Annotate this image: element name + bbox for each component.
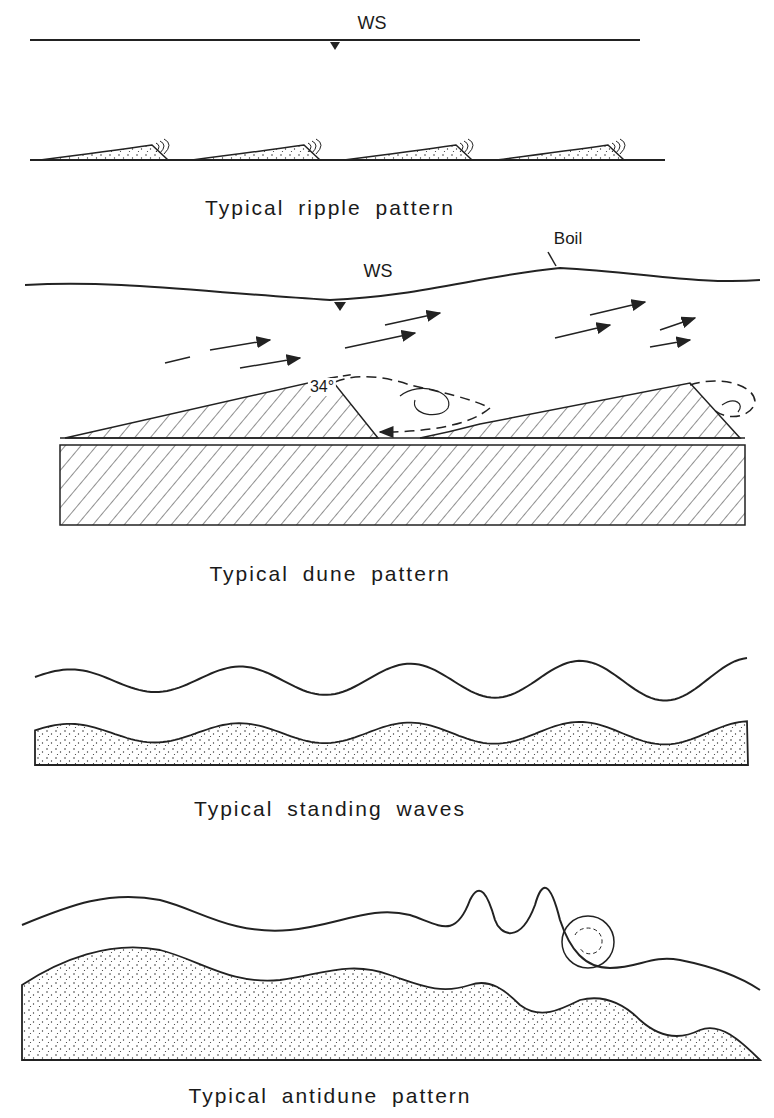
sand-bed — [35, 721, 748, 765]
ws-triangle — [334, 302, 346, 311]
ripples — [40, 139, 625, 160]
eddy-mark — [316, 139, 321, 154]
water-surface — [35, 658, 747, 700]
panel-caption: Typical ripple pattern — [205, 196, 455, 219]
eddy-mark — [612, 143, 615, 152]
strata — [60, 445, 745, 525]
ripple — [192, 145, 320, 160]
base-line — [35, 764, 748, 766]
panel-caption: Typical standing waves — [194, 797, 466, 820]
eddy-mark — [620, 139, 625, 154]
annotation: WS — [358, 14, 387, 34]
eddy-mark — [312, 141, 316, 153]
water-surface — [25, 268, 760, 300]
dune — [65, 378, 378, 438]
leader-line — [548, 252, 556, 266]
panel-caption: Typical antidune pattern — [189, 1084, 472, 1107]
strata-line — [60, 437, 745, 439]
breaking-wave — [562, 916, 614, 968]
eddy-mark — [464, 141, 468, 153]
eddy-mark — [460, 143, 463, 152]
eddy-swirl — [400, 388, 449, 414]
sand-bed — [22, 947, 760, 1060]
ripple — [40, 145, 168, 160]
water-surface — [30, 39, 640, 41]
separation-eddy — [690, 381, 755, 417]
eddy-mark — [156, 143, 159, 152]
panel-caption: Typical dune pattern — [209, 562, 450, 585]
ripple — [344, 145, 472, 160]
eddy-mark — [160, 141, 164, 153]
eddy-mark — [308, 143, 311, 152]
ripple — [496, 145, 624, 160]
dune — [420, 383, 740, 438]
eddy-mark — [616, 141, 620, 153]
annotation: WS — [364, 262, 393, 282]
eddy-mark — [164, 139, 169, 154]
flow-arrows — [165, 302, 695, 378]
separation-eddy — [335, 377, 490, 432]
ws-triangle — [330, 42, 340, 50]
annotation: Boil — [554, 230, 582, 249]
eddy-mark — [468, 139, 473, 154]
breaking-wave-swirl — [575, 928, 602, 954]
eddy-swirl — [722, 401, 740, 412]
annotation: 34° — [308, 378, 336, 396]
base-line — [22, 1059, 760, 1061]
